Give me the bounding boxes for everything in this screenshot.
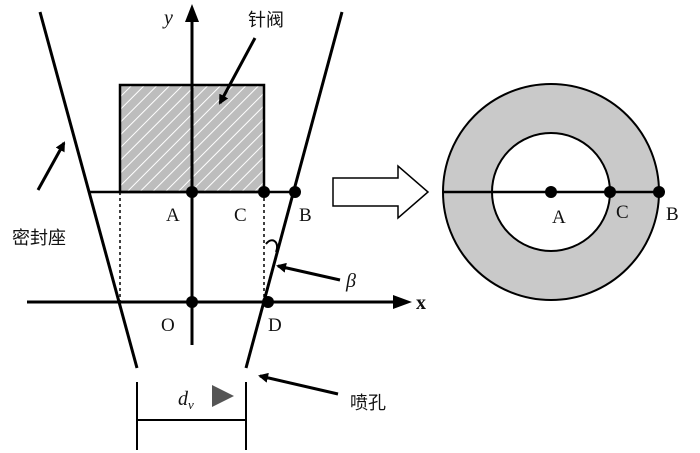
y-axis-label: y: [162, 7, 173, 29]
seal-seat-label: 密封座: [12, 228, 66, 249]
flow-triangle: [212, 385, 234, 407]
dim-d-label: dv: [178, 388, 194, 412]
point-b-label: B: [299, 205, 312, 226]
nozzle-hole-label: 喷孔: [350, 393, 386, 414]
point-d-label: D: [268, 315, 282, 336]
ring-point-b-dot: [653, 186, 665, 198]
x-axis-arrowhead: [393, 295, 412, 309]
point-o-dot: [186, 296, 198, 308]
y-axis-arrowhead: [185, 4, 199, 22]
ring-point-a-label: A: [552, 207, 566, 228]
nozzle-hole-pointer: [258, 372, 339, 396]
beta-angle-arc: [265, 239, 278, 253]
point-c-label: C: [234, 205, 247, 226]
beta-pointer: [276, 262, 341, 282]
x-axis-label: x: [416, 292, 426, 314]
transition-arrow: [332, 164, 430, 220]
point-o-label: O: [161, 315, 175, 336]
needle-valve-label: 针阀: [248, 10, 284, 31]
ring-point-a-dot: [545, 186, 557, 198]
needle-valve-pointer: [218, 37, 257, 105]
point-c-dot: [258, 186, 270, 198]
point-d-dot: [262, 296, 274, 308]
ring-point-c-label: C: [616, 202, 629, 223]
point-a-label: A: [166, 205, 180, 226]
point-b-dot: [289, 186, 301, 198]
ring-point-b-label: B: [666, 204, 679, 225]
ring-point-c-dot: [604, 186, 616, 198]
seal-seat-pointer: [36, 141, 66, 191]
beta-label: β: [345, 270, 356, 292]
point-a-dot: [186, 186, 198, 198]
dim-subscript: v: [188, 397, 194, 412]
seat-left-wall: [38, 11, 139, 369]
